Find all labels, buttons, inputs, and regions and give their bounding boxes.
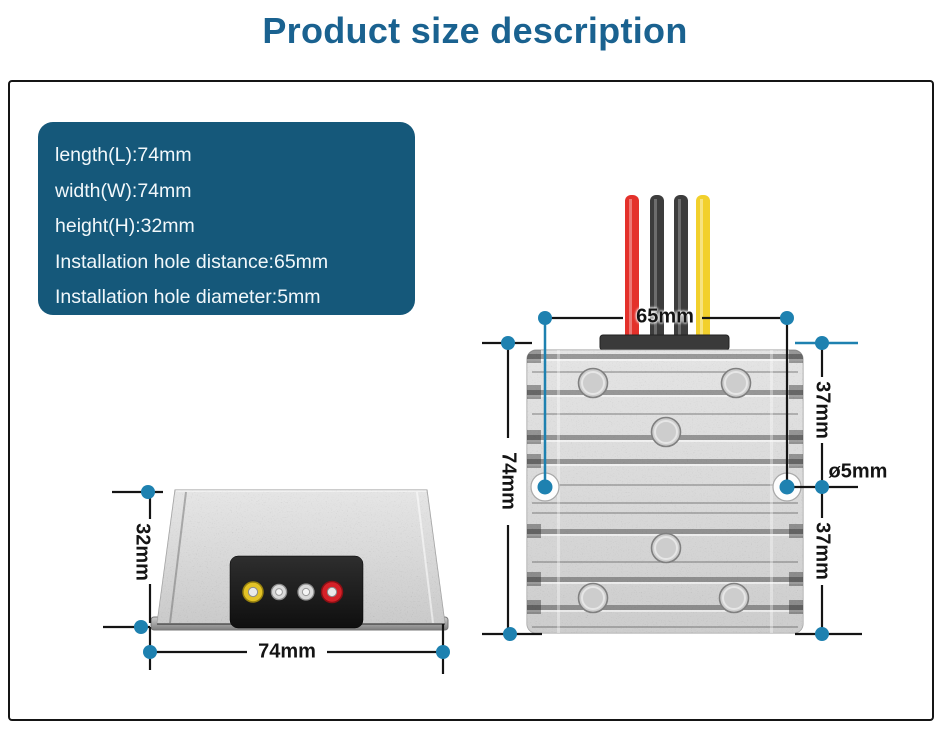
screws xyxy=(577,367,752,614)
page-title: Product size description xyxy=(262,10,688,51)
terminal-panel xyxy=(229,555,364,629)
screw xyxy=(577,582,609,614)
terminal-yellow xyxy=(242,581,264,603)
side-width-label: 74mm xyxy=(258,640,316,663)
spec-line-hole-diameter: Installation hole diameter:5mm xyxy=(55,286,321,308)
wire-connector-block xyxy=(599,334,730,351)
top-hole-distance-label: 65mm xyxy=(636,305,694,328)
top-lower-hole-offset-label: 37mm xyxy=(811,522,834,580)
spec-line-width: width(W):74mm xyxy=(55,179,192,202)
screw xyxy=(577,367,609,399)
red-wire xyxy=(625,195,639,345)
screw xyxy=(720,367,752,399)
black-wire-1 xyxy=(650,195,664,345)
side-view-drawing xyxy=(103,485,450,674)
side-dimension-dots xyxy=(134,485,450,659)
spec-line-length: length(L):74mm xyxy=(55,144,192,166)
screw xyxy=(650,416,682,448)
spec-box: length(L):74mm width(W):74mm height(H):3… xyxy=(38,122,415,315)
black-wire-2 xyxy=(674,195,688,345)
wires xyxy=(625,195,710,345)
top-view-drawing xyxy=(482,195,862,641)
content-frame xyxy=(8,80,934,721)
top-dimension-lines xyxy=(482,316,862,636)
terminal-red xyxy=(320,580,344,604)
top-device-body xyxy=(526,349,804,634)
screw xyxy=(718,582,750,614)
spec-line-hole-distance: Installation hole distance:65mm xyxy=(55,250,329,273)
top-upper-hole-offset-label: 37mm xyxy=(811,381,834,439)
spec-line-height: height(H):32mm xyxy=(55,215,195,237)
top-dimension-dots xyxy=(501,311,829,641)
top-length-label: 74mm xyxy=(497,452,520,510)
top-hole-diameter-label: ø5mm xyxy=(828,460,888,483)
yellow-wire xyxy=(696,195,710,345)
screw xyxy=(650,532,682,564)
side-device-body xyxy=(150,489,449,631)
terminal-chrome-1 xyxy=(270,583,288,601)
terminal-chrome-2 xyxy=(297,583,315,601)
side-height-label: 32mm xyxy=(131,523,154,581)
